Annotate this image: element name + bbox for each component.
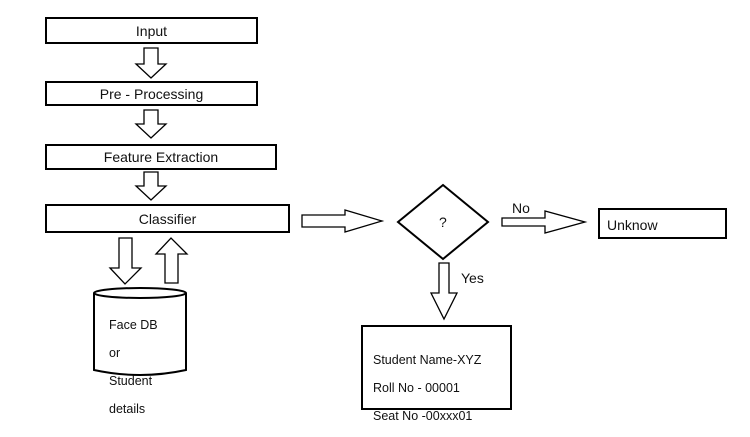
unknown-box: Unknow	[598, 208, 727, 239]
input-box: Input	[45, 17, 258, 44]
database-line-4: details	[109, 402, 146, 416]
feature-extraction-box: Feature Extraction	[45, 144, 277, 170]
flowchart-canvas	[93, 47, 588, 376]
input-label: Input	[135, 22, 168, 39]
arrow-feature-to-classifier	[134, 171, 168, 201]
no-label: No	[512, 200, 530, 216]
decision-symbol: ?	[439, 214, 447, 230]
arrow-preprocessing-to-feature	[134, 109, 168, 139]
arrow-db-to-classifier	[154, 237, 189, 284]
arrow-input-to-preprocessing	[134, 47, 168, 79]
classifier-box: Classifier	[45, 204, 290, 233]
feature-extraction-label: Feature Extraction	[103, 149, 219, 165]
database-line-1: Face DB	[109, 318, 158, 332]
database-cylinder	[93, 287, 187, 376]
arrow-decision-to-record	[429, 262, 459, 321]
student-record-box: Student Name-XYZ Roll No - 00001 Seat No…	[361, 325, 512, 423]
unknown-label: Unknow	[607, 217, 658, 233]
student-seat: Seat No -00xxx01	[373, 409, 473, 423]
arrow-classifier-to-db	[108, 237, 143, 285]
student-name: Student Name-XYZ	[373, 353, 482, 367]
arrow-decision-to-unknown	[501, 210, 588, 234]
preprocessing-box: Pre - Processing	[45, 81, 258, 106]
database-line-2: or	[109, 346, 121, 360]
database-line-3: Student	[109, 374, 153, 388]
preprocessing-label: Pre - Processing	[99, 85, 204, 102]
arrow-classifier-to-decision	[301, 209, 385, 233]
yes-label: Yes	[461, 270, 484, 286]
student-roll: Roll No - 00001	[373, 381, 460, 395]
decision-diamond	[396, 183, 490, 261]
database-text: Face DB or Student details	[109, 304, 158, 430]
classifier-label: Classifier	[138, 210, 197, 227]
